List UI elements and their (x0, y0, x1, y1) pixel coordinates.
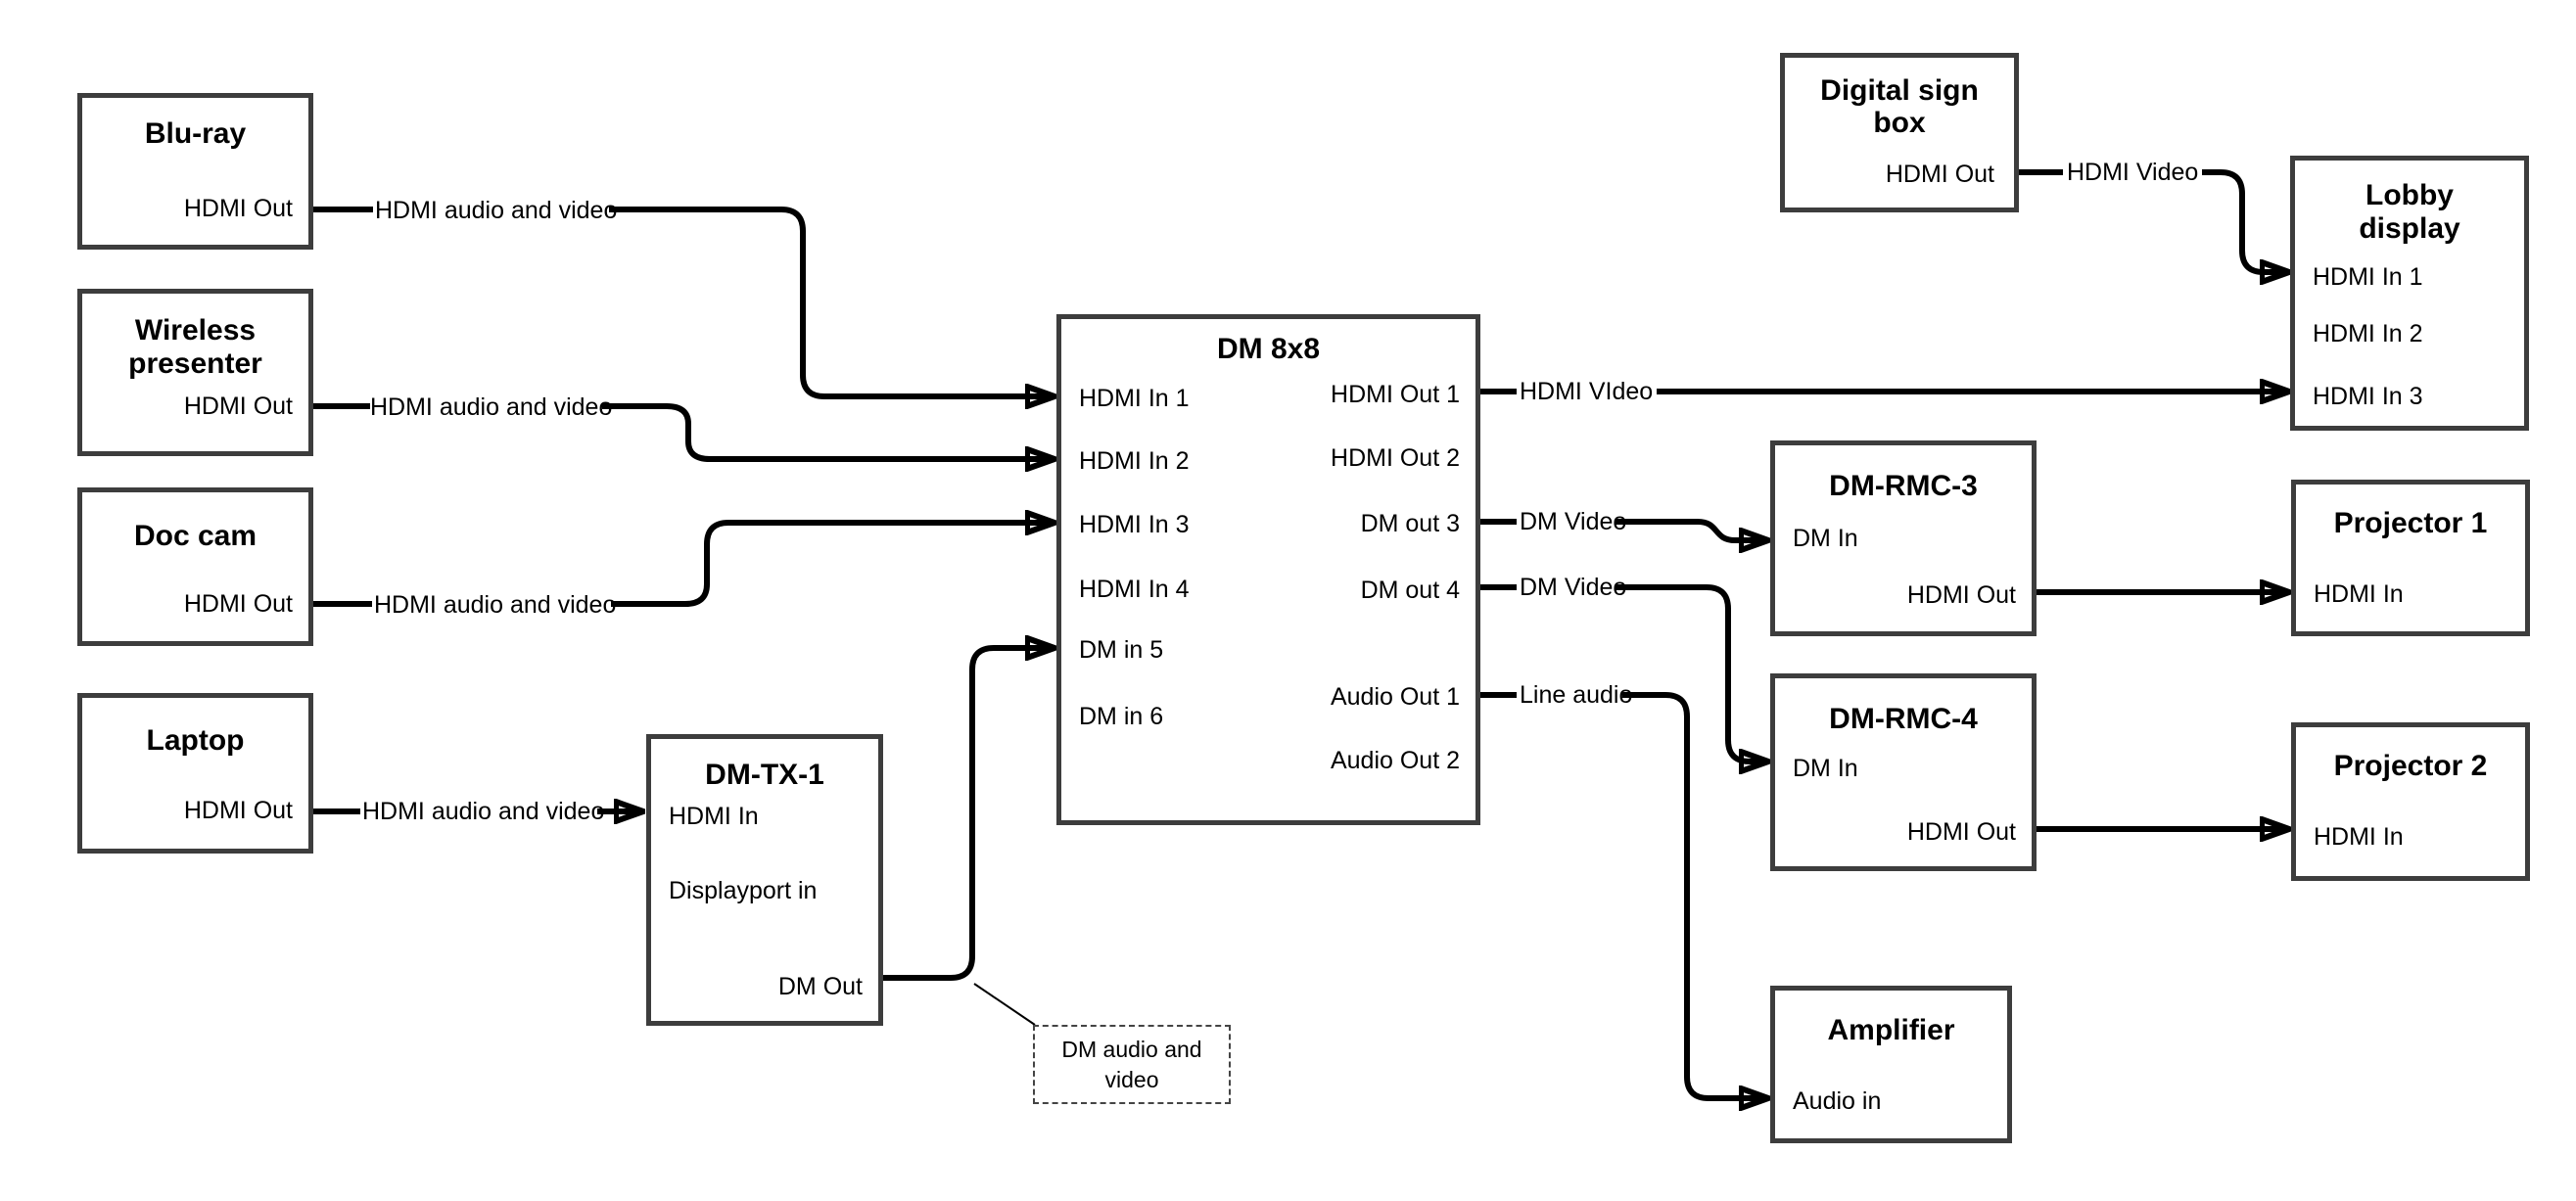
port-dm-in-5: DM in 5 (1079, 636, 1164, 664)
node-title: Projector 2 (2333, 750, 2488, 782)
port-hdmi-out: HDMI Out (183, 393, 293, 420)
port-hdmi-out-1: HDMI Out 1 (1331, 381, 1460, 408)
connection-label-laptop: HDMI audio and video (362, 798, 605, 825)
node-title: Digital sign box (1820, 74, 1979, 139)
port-dm-in-6: DM in 6 (1079, 703, 1164, 730)
node-title: DM-RMC-3 (1829, 470, 1978, 502)
node-digital-sign-box[interactable]: Digital sign box HDMI Out (1780, 53, 2019, 212)
connector-dm8x8-out4-to-dmrmc4 (1616, 584, 1766, 762)
connector-dmtx1-to-dm8x8-in5 (883, 648, 1053, 981)
connection-label-audio-out1: Line audio (1520, 681, 1633, 709)
node-laptop[interactable]: Laptop HDMI Out (77, 693, 313, 854)
node-title: DM-TX-1 (705, 759, 824, 791)
port-hdmi-in: HDMI In (2314, 823, 2404, 851)
node-lobby-display[interactable]: Lobby display HDMI In 1 HDMI In 2 HDMI I… (2290, 156, 2529, 431)
connector-digisign-to-lobby-in1 (2202, 169, 2287, 272)
port-hdmi-out: HDMI Out (183, 797, 293, 824)
node-title: Blu-ray (144, 117, 247, 150)
connection-label-digisign: HDMI Video (2067, 159, 2199, 186)
node-dm-rmc-3[interactable]: DM-RMC-3 DM In HDMI Out (1770, 440, 2037, 636)
connector-bluray-to-dm8x8-in1 (609, 207, 1053, 396)
node-title: DM-RMC-4 (1829, 703, 1978, 735)
connection-label-bluray: HDMI audio and video (375, 197, 618, 224)
port-displayport-in: Displayport in (669, 877, 818, 904)
connection-label-hdmi-out1: HDMI VIdeo (1520, 378, 1654, 405)
port-dm-in: DM In (1793, 755, 1858, 782)
port-dm-out-4: DM out 4 (1360, 577, 1460, 604)
node-title: Laptop (146, 724, 245, 757)
node-title: Doc cam (133, 520, 258, 552)
port-dm-in: DM In (1793, 525, 1858, 552)
port-hdmi-in-3: HDMI In 3 (2313, 383, 2423, 410)
node-title: DM 8x8 (1216, 333, 1321, 365)
connection-label-wireless: HDMI audio and video (370, 393, 613, 421)
connector-doccam-to-dm8x8-in3 (611, 523, 1053, 607)
connector-wireless-to-dm8x8-in2 (602, 403, 1053, 459)
node-title: Lobby display (2359, 179, 2460, 245)
port-hdmi-in-2: HDMI In 2 (2313, 320, 2423, 347)
port-hdmi-out: HDMI Out (1906, 818, 2016, 846)
node-projector-1[interactable]: Projector 1 HDMI In (2291, 480, 2530, 636)
port-hdmi-out: HDMI Out (1906, 581, 2016, 609)
connector-dm8x8-out3-to-dmrmc3 (1616, 519, 1766, 540)
port-hdmi-in-1: HDMI In 1 (2313, 263, 2423, 291)
node-dm-tx-1[interactable]: DM-TX-1 HDMI In Displayport in DM Out (646, 734, 883, 1026)
node-dm-rmc-4[interactable]: DM-RMC-4 DM In HDMI Out (1770, 673, 2037, 871)
connection-label-dm-out4: DM Video (1520, 574, 1627, 601)
note-leader-line (973, 983, 1036, 1026)
connection-label-dm-out3: DM Video (1520, 508, 1627, 535)
node-wireless-presenter[interactable]: Wireless presenter HDMI Out (77, 289, 313, 456)
node-dm-8x8[interactable]: DM 8x8 HDMI In 1 HDMI In 2 HDMI In 3 HDM… (1056, 314, 1480, 825)
node-doc-cam[interactable]: Doc cam HDMI Out (77, 487, 313, 646)
node-title: Wireless presenter (128, 314, 262, 380)
port-audio-in: Audio in (1793, 1087, 1882, 1115)
node-title: Projector 1 (2333, 507, 2488, 539)
connector-dm8x8-audio1-to-amp (1622, 692, 1766, 1098)
port-hdmi-in: HDMI In (669, 803, 759, 830)
port-audio-out-2: Audio Out 2 (1330, 747, 1460, 774)
node-projector-2[interactable]: Projector 2 HDMI In (2291, 722, 2530, 881)
port-hdmi-out: HDMI Out (183, 590, 293, 618)
port-hdmi-in-4: HDMI In 4 (1079, 576, 1190, 603)
port-hdmi-in-2: HDMI In 2 (1079, 447, 1190, 475)
port-hdmi-out: HDMI Out (1885, 161, 1994, 188)
port-hdmi-in-3: HDMI In 3 (1079, 511, 1190, 538)
node-bluray[interactable]: Blu-ray HDMI Out (77, 93, 313, 250)
port-audio-out-1: Audio Out 1 (1330, 683, 1460, 711)
connection-label-doccam: HDMI audio and video (374, 591, 617, 619)
annotation-dm-audio-video: DM audio and video (1033, 1025, 1231, 1104)
port-dm-out-3: DM out 3 (1360, 510, 1460, 537)
port-dm-out: DM Out (777, 973, 863, 1000)
node-amplifier[interactable]: Amplifier Audio in (1770, 986, 2012, 1143)
port-hdmi-in-1: HDMI In 1 (1079, 385, 1190, 412)
node-title: Amplifier (1827, 1014, 1955, 1046)
port-hdmi-out-2: HDMI Out 2 (1331, 444, 1460, 472)
port-hdmi-in: HDMI In (2314, 580, 2404, 608)
port-hdmi-out: HDMI Out (183, 195, 293, 222)
